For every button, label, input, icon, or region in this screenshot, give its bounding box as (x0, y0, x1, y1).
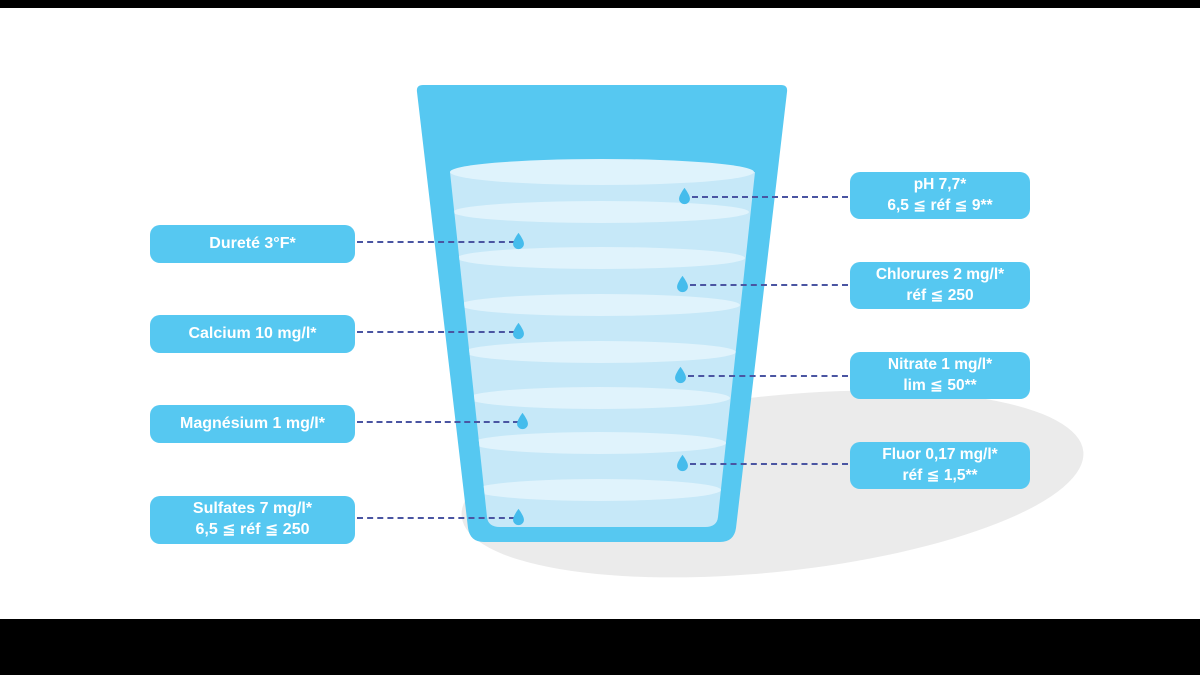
label-calcium-line1: Calcium 10 mg/l* (188, 324, 317, 342)
label-nitrate-line1: Nitrate 1 mg/l* (887, 356, 993, 374)
label-sulfates-line2: 6,5 ≦ réf ≦ 250 (195, 521, 310, 538)
water-glass (416, 85, 788, 542)
label-magnesium-line1: Magnésium 1 mg/l* (180, 414, 325, 432)
label-sulfates: Sulfates 7 mg/l* 6,5 ≦ réf ≦ 250 (150, 496, 355, 544)
label-ph-line2: 6,5 ≦ réf ≦ 9** (887, 196, 993, 214)
label-durete-line1: Dureté 3°F* (209, 234, 296, 252)
label-durete: Dureté 3°F* (150, 225, 355, 263)
label-ph-line1: pH 7,7* (913, 176, 967, 194)
water-drop-icon (512, 232, 525, 250)
water-surface (450, 159, 754, 185)
connector-durete (357, 241, 515, 243)
water-drop-icon (678, 187, 691, 205)
label-magnesium: Magnésium 1 mg/l* (150, 405, 355, 443)
connector-nitrate (688, 375, 848, 377)
connector-chlorures (690, 284, 848, 286)
water-drop-icon (512, 508, 525, 526)
water-ripples (453, 201, 749, 501)
water-drop-icon (674, 366, 687, 384)
connector-fluor (690, 463, 848, 465)
label-chlorures-line1: Chlorures 2 mg/l* (875, 266, 1005, 284)
connector-magnesium (357, 421, 519, 423)
water-drop-icon (516, 412, 529, 430)
label-sulfates-line1: Sulfates 7 mg/l* (192, 500, 313, 518)
water-drop-icon (676, 275, 689, 293)
water-drop-icon (676, 454, 689, 472)
label-nitrate: Nitrate 1 mg/l* lim ≦ 50** (850, 352, 1030, 399)
water-drop-icon (512, 322, 525, 340)
label-ph: pH 7,7* 6,5 ≦ réf ≦ 9** (850, 172, 1030, 219)
label-nitrate-line2: lim ≦ 50** (903, 376, 977, 394)
connector-ph (692, 196, 848, 198)
label-chlorures-line2: réf ≦ 250 (906, 286, 974, 304)
label-calcium: Calcium 10 mg/l* (150, 315, 355, 353)
connector-calcium (357, 331, 515, 333)
label-fluor-line2: réf ≦ 1,5** (902, 466, 978, 484)
label-chlorures: Chlorures 2 mg/l* réf ≦ 250 (850, 262, 1030, 309)
label-fluor-line1: Fluor 0,17 mg/l* (882, 446, 998, 464)
connector-sulfates (357, 517, 515, 519)
label-fluor: Fluor 0,17 mg/l* réf ≦ 1,5** (850, 442, 1030, 489)
